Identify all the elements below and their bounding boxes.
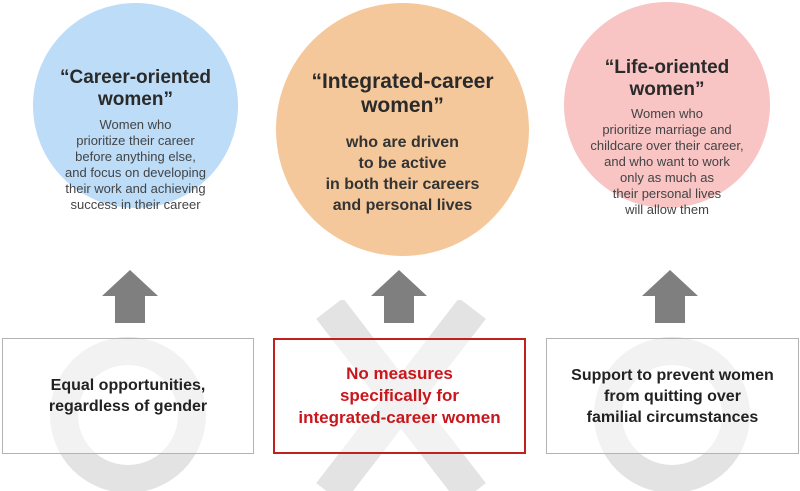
circle-title: “Life-oriented women” [604,57,730,100]
circle-title: “Integrated-career women” [311,70,494,117]
circle-description: who are driven to be active in both thei… [325,134,480,214]
box-text: No measures specifically for integrated-… [298,364,501,427]
up-arrow-icon [371,270,427,323]
integrated-career-circle: “Integrated-career women” who are driven… [276,3,529,256]
box-text: Equal opportunities, regardless of gende… [48,377,208,415]
up-arrow-icon [102,270,158,323]
box-text: Support to prevent women from quitting o… [571,366,774,426]
up-arrow-icon [642,270,698,323]
life-oriented-circle: “Life-oriented women” Women who prioriti… [564,2,770,217]
circle-title: “Career-oriented women” [60,67,211,110]
circle-description: Women who prioritize their career before… [65,117,206,212]
equal-opportunities-box: Equal opportunities, regardless of gende… [2,338,254,454]
support-prevent-quitting-box: Support to prevent women from quitting o… [546,338,799,454]
circle-description: Women who prioritize marriage and childc… [590,106,744,217]
career-oriented-circle: “Career-oriented women” Women who priori… [33,3,238,212]
no-measures-box: No measures specifically for integrated-… [273,338,526,454]
